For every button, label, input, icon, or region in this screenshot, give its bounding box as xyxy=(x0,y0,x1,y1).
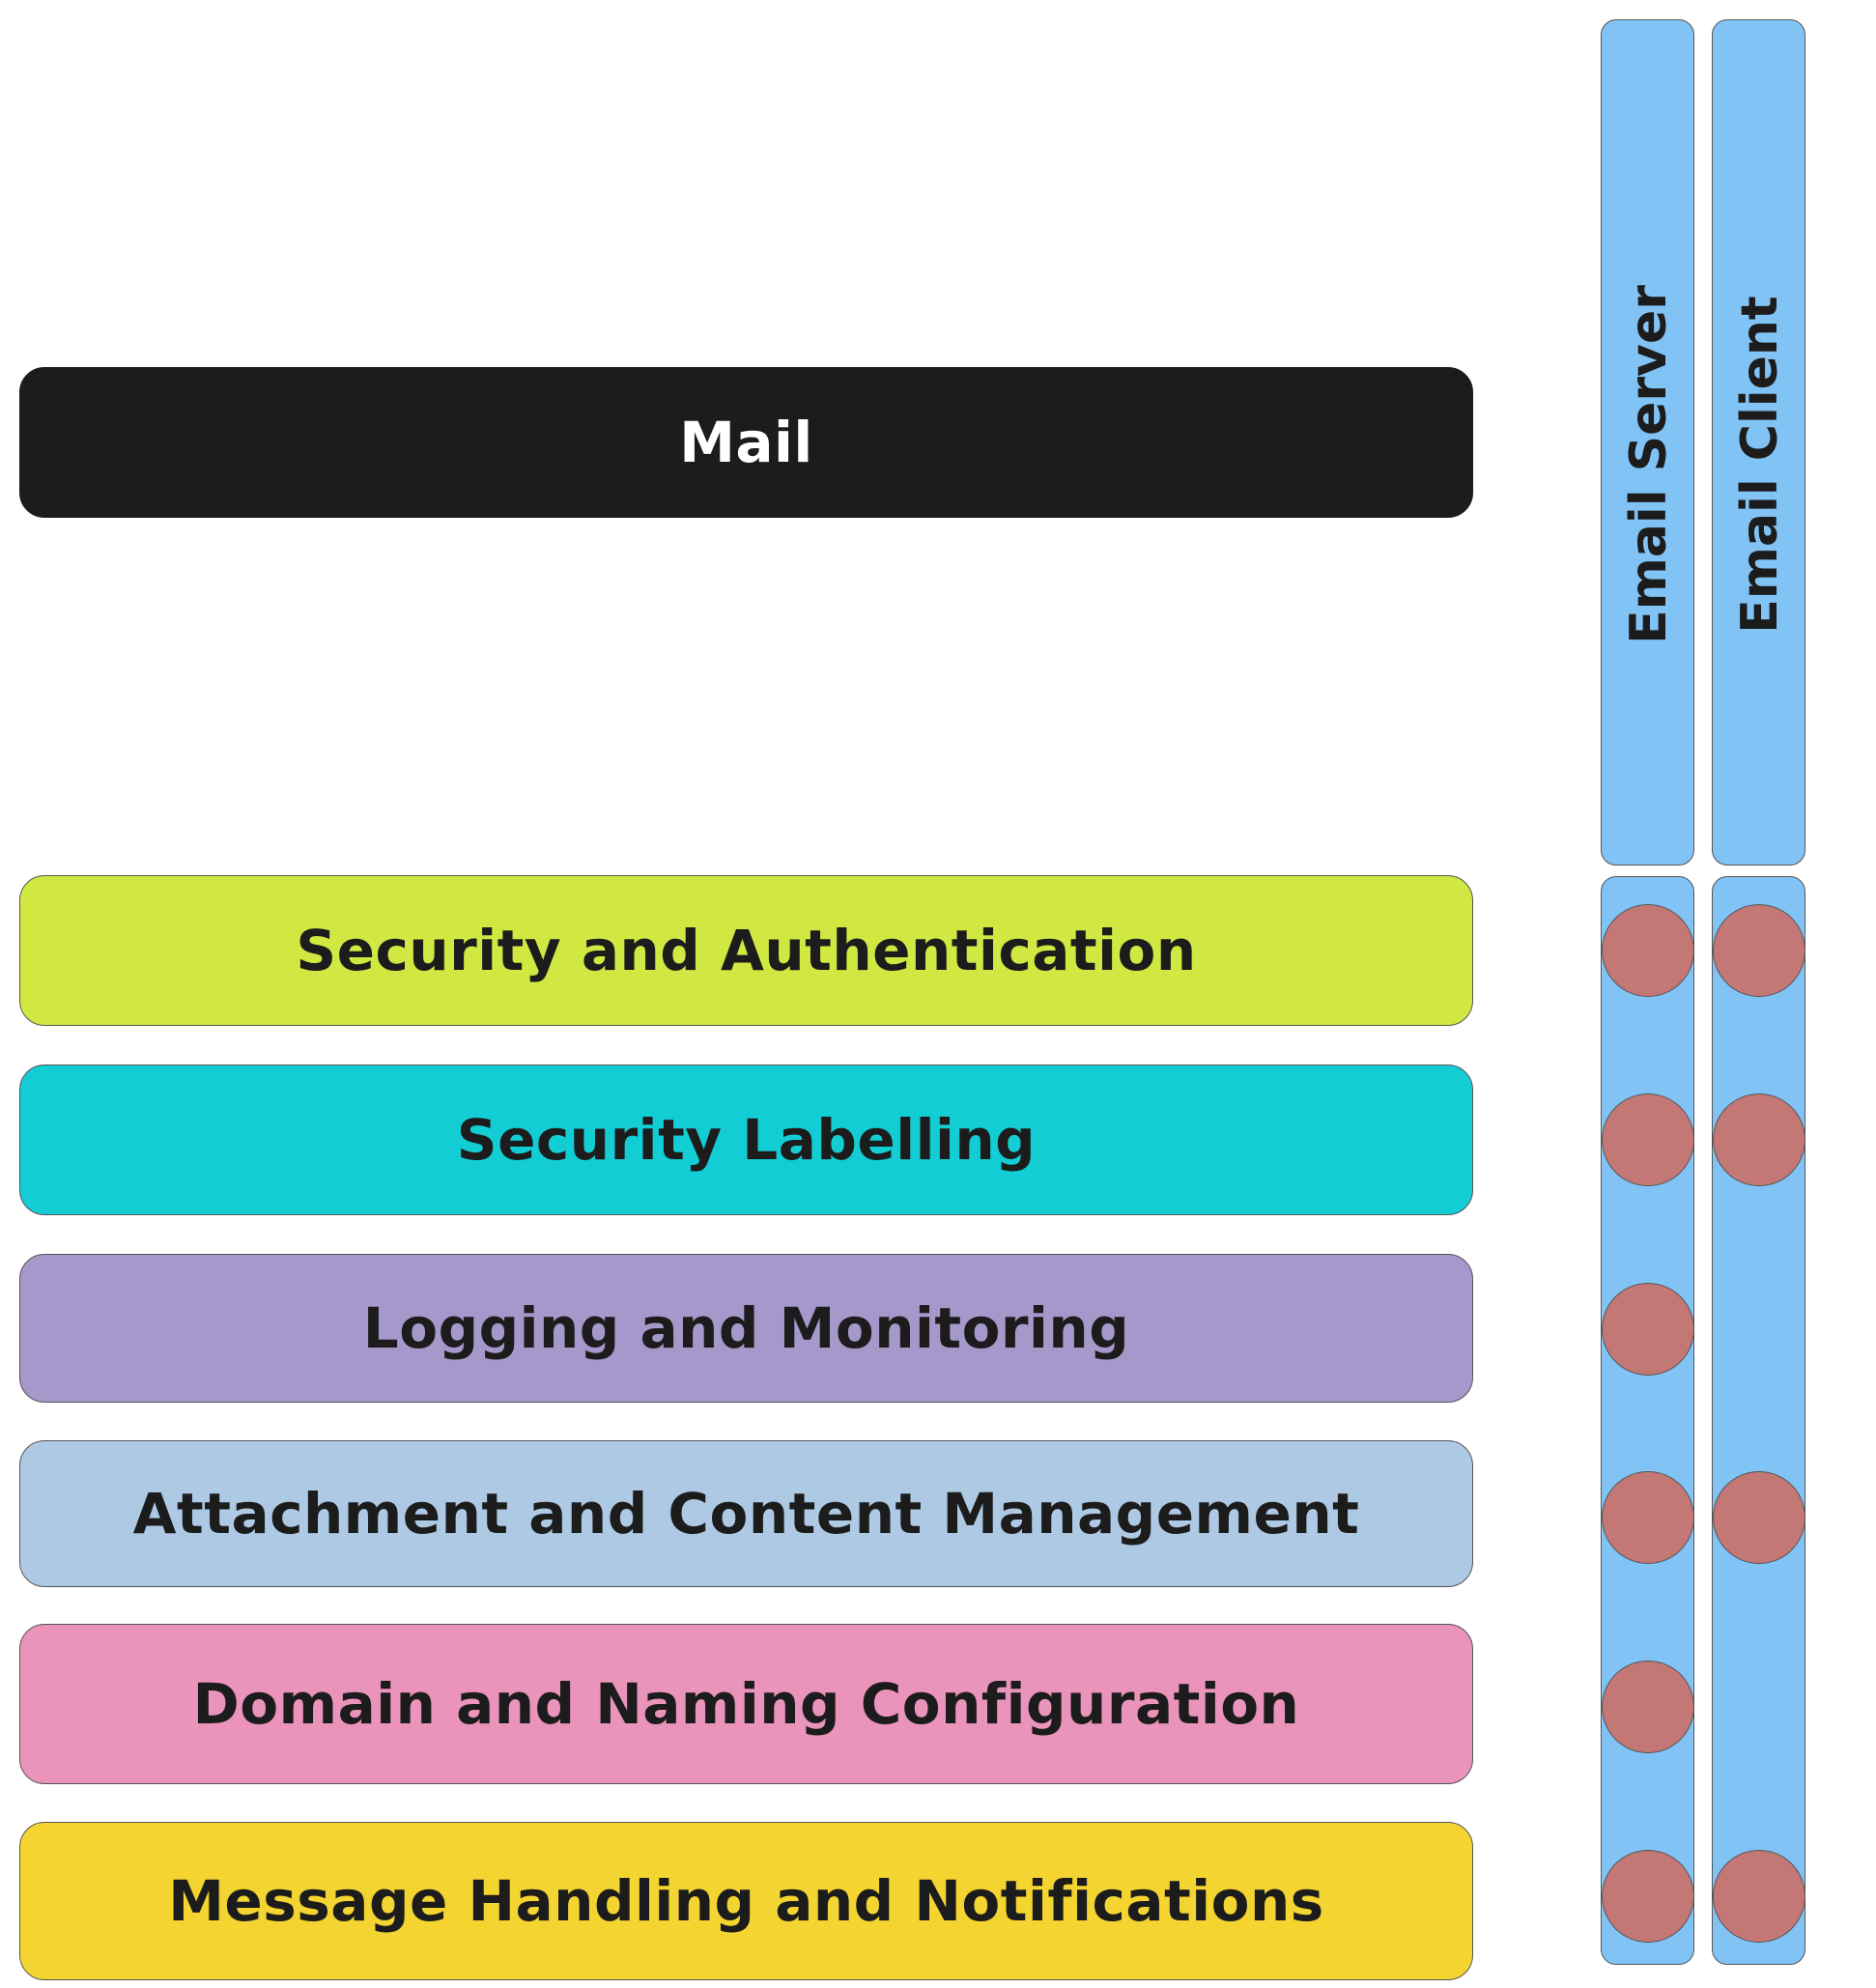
email-server-column-label: Email Server xyxy=(1619,285,1678,644)
email-server-marker-row-5 xyxy=(1602,1850,1694,1943)
email-client-marker-row-3 xyxy=(1713,1471,1805,1564)
category-row-4: Domain and Naming Configuration xyxy=(19,1624,1473,1784)
email-server-marker-row-1 xyxy=(1602,1093,1694,1186)
category-row-2: Logging and Monitoring xyxy=(19,1254,1473,1403)
category-row-1: Security Labelling xyxy=(19,1065,1473,1215)
mail-header-bar: Mail xyxy=(19,367,1473,518)
category-label: Message Handling and Notifications xyxy=(168,1868,1324,1934)
category-label: Security and Authentication xyxy=(296,918,1197,983)
email-server-column-header: Email Server xyxy=(1601,19,1694,866)
email-server-marker-row-2 xyxy=(1602,1283,1694,1376)
email-client-marker-row-5 xyxy=(1713,1850,1805,1943)
email-client-column-header: Email Client xyxy=(1712,19,1805,866)
category-label: Domain and Naming Configuration xyxy=(192,1671,1300,1737)
email-client-marker-row-1 xyxy=(1713,1093,1805,1186)
mail-header-title: Mail xyxy=(679,410,813,475)
email-server-marker-row-3 xyxy=(1602,1471,1694,1564)
category-row-3: Attachment and Content Management xyxy=(19,1440,1473,1587)
email-server-marker-row-0 xyxy=(1602,904,1694,997)
category-label: Attachment and Content Management xyxy=(132,1481,1360,1547)
category-label: Security Labelling xyxy=(456,1107,1037,1173)
category-label: Logging and Monitoring xyxy=(362,1295,1130,1361)
email-client-column-label: Email Client xyxy=(1730,296,1789,634)
category-row-0: Security and Authentication xyxy=(19,875,1473,1026)
email-client-column-body xyxy=(1712,876,1805,1965)
email-server-marker-row-4 xyxy=(1602,1661,1694,1753)
email-server-column-body xyxy=(1601,876,1694,1965)
email-client-marker-row-0 xyxy=(1713,904,1805,997)
category-row-5: Message Handling and Notifications xyxy=(19,1822,1473,1980)
